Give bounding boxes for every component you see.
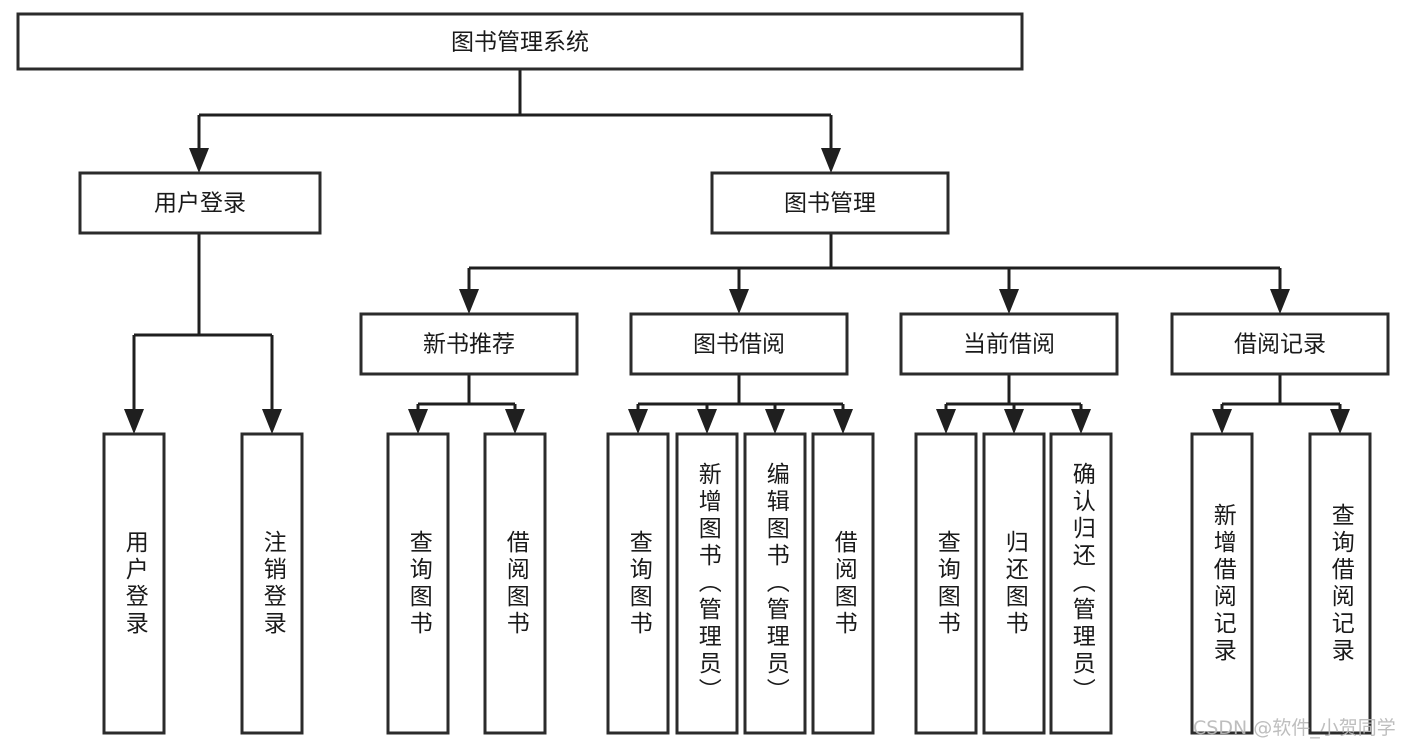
leaf-box-book-borrow-3[interactable] xyxy=(811,432,875,735)
node-box-new-book-recommend[interactable] xyxy=(359,312,579,376)
node-label-new-book-recommend: 新书推荐 xyxy=(423,332,515,358)
node-label-root: 图书管理系统 xyxy=(451,30,589,56)
arrow-head-user-login xyxy=(189,148,209,173)
connector-current-borrow-to-leaves xyxy=(936,374,1091,434)
arrow-head-new-book-recommend xyxy=(459,289,479,314)
arrow-head-leaf-cb-2 xyxy=(1071,409,1091,434)
arrow-head-book-borrow xyxy=(729,289,749,314)
connector-book-manage-to-level2 xyxy=(459,233,1290,314)
node-label-book-manage: 图书管理 xyxy=(784,191,876,217)
node-box-book-manage[interactable] xyxy=(710,171,950,235)
node-label-current-borrow: 当前借阅 xyxy=(963,332,1055,358)
leaf-box-new-book-recommend-1[interactable] xyxy=(483,432,547,735)
arrow-head-book-manage xyxy=(821,148,841,173)
leaf-box-new-book-recommend-0[interactable] xyxy=(386,432,450,735)
connector-new-book-recommend-to-leaves xyxy=(408,374,525,434)
leaf-box-borrow-record-0[interactable] xyxy=(1190,432,1254,735)
node-box-root[interactable] xyxy=(16,12,1024,71)
arrow-head-leaf-br-0 xyxy=(1212,409,1232,434)
leaf-box-user-login-0[interactable] xyxy=(102,432,166,735)
leaf-box-book-borrow-2[interactable] xyxy=(743,432,807,735)
arrow-head-leaf-br-1 xyxy=(1330,409,1350,434)
csdn-watermark: CSDN @软件_小贺同学 xyxy=(1193,717,1396,739)
node-label-borrow-record: 借阅记录 xyxy=(1234,332,1326,358)
connector-borrow-record-to-leaves xyxy=(1212,374,1350,434)
arrow-head-leaf-bb-1 xyxy=(697,409,717,434)
leaf-box-borrow-record-1[interactable] xyxy=(1308,432,1372,735)
connector-book-borrow-to-leaves xyxy=(628,374,853,434)
arrow-head-leaf-nbr-0 xyxy=(408,409,428,434)
leaf-box-current-borrow-0[interactable] xyxy=(914,432,978,735)
node-label-user-login: 用户登录 xyxy=(154,191,246,217)
arrow-head-leaf-bb-2 xyxy=(765,409,785,434)
node-label-book-borrow: 图书借阅 xyxy=(693,332,785,358)
arrow-head-leaf-user-login-0 xyxy=(124,409,144,434)
arrow-head-borrow-record xyxy=(1270,289,1290,314)
leaf-box-book-borrow-1[interactable] xyxy=(675,432,739,735)
leaf-box-current-borrow-1[interactable] xyxy=(982,432,1046,735)
connector-root-to-level1 xyxy=(189,69,841,173)
leaf-box-user-login-1[interactable] xyxy=(240,432,304,735)
leaf-box-current-borrow-2[interactable] xyxy=(1049,432,1113,735)
connector-user-login-to-leaves xyxy=(124,233,282,434)
leaf-box-book-borrow-0[interactable] xyxy=(606,432,670,735)
node-box-borrow-record[interactable] xyxy=(1170,312,1390,376)
arrow-head-leaf-user-login-1 xyxy=(262,409,282,434)
node-box-current-borrow[interactable] xyxy=(899,312,1119,376)
arrow-head-leaf-bb-0 xyxy=(628,409,648,434)
arrow-head-leaf-cb-1 xyxy=(1004,409,1024,434)
arrow-head-leaf-bb-3 xyxy=(833,409,853,434)
arrow-head-leaf-nbr-1 xyxy=(505,409,525,434)
arrow-head-leaf-cb-0 xyxy=(936,409,956,434)
arrow-head-current-borrow xyxy=(999,289,1019,314)
node-box-user-login[interactable] xyxy=(78,171,322,235)
node-box-book-borrow[interactable] xyxy=(629,312,849,376)
